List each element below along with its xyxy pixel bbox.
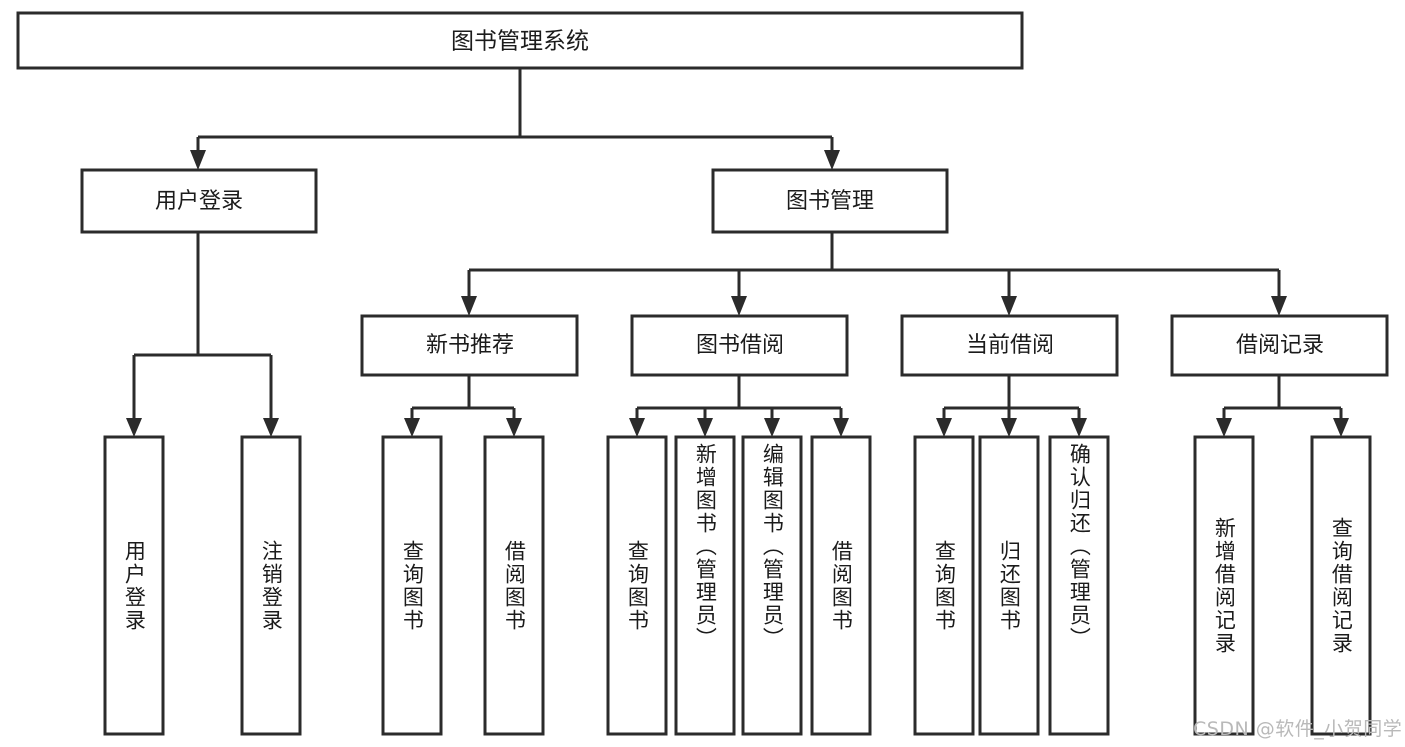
arrowhead-book-borrow xyxy=(731,296,747,316)
node-root-label: 图书管理系统 xyxy=(451,29,589,55)
arrowhead-leaf-ul-1 xyxy=(126,418,142,437)
leaf-box-book-borrow-2[interactable] xyxy=(674,435,736,736)
node-new-book-recommend[interactable]: 新书推荐 xyxy=(360,314,579,377)
leaf-box-book-borrow-1[interactable] xyxy=(606,435,668,736)
node-book-manage-box[interactable] xyxy=(711,168,949,234)
connector-group-borrow-record xyxy=(1216,375,1349,437)
connector-group-root xyxy=(190,68,840,170)
arrowhead-leaf-nb-1 xyxy=(404,418,420,437)
connector-group-current-borrow xyxy=(936,375,1087,437)
node-new-book-recommend-box[interactable] xyxy=(360,314,579,377)
arrowhead-new-book xyxy=(461,296,477,316)
node-book-borrow-box[interactable] xyxy=(630,314,849,377)
arrowhead-leaf-bb-2 xyxy=(697,418,713,437)
leaf-box-new-book-2[interactable] xyxy=(483,435,545,736)
arrowhead-leaf-nb-2 xyxy=(506,418,522,437)
leaf-box-user-login-2[interactable] xyxy=(240,435,302,736)
arrowhead-book-manage xyxy=(824,150,840,170)
node-user-login-box[interactable] xyxy=(80,168,318,234)
node-book-manage[interactable]: 图书管理 xyxy=(711,168,949,234)
node-borrow-record[interactable]: 借阅记录 xyxy=(1170,314,1389,377)
arrowhead-user-login xyxy=(190,150,206,170)
connector-group-user-login xyxy=(126,232,279,437)
node-new-book-recommend-label: 新书推荐 xyxy=(426,333,514,358)
connector-group-book-manage xyxy=(461,232,1287,316)
leaf-box-borrow-record-2[interactable] xyxy=(1310,435,1372,736)
leaf-box-book-borrow-4[interactable] xyxy=(810,435,872,736)
arrowhead-current-borrow xyxy=(1001,296,1017,316)
arrowhead-leaf-cb-1 xyxy=(936,418,952,437)
arrowhead-leaf-bb-3 xyxy=(764,418,780,437)
arrowhead-borrow-record xyxy=(1271,296,1287,316)
leaf-box-borrow-record-1[interactable] xyxy=(1193,435,1255,736)
node-borrow-record-label: 借阅记录 xyxy=(1236,333,1324,358)
node-book-borrow[interactable]: 图书借阅 xyxy=(630,314,849,377)
node-current-borrow-box[interactable] xyxy=(900,314,1119,377)
node-root[interactable]: 图书管理系统 xyxy=(16,11,1024,70)
node-book-manage-label: 图书管理 xyxy=(786,189,874,214)
arrowhead-leaf-br-2 xyxy=(1333,418,1349,437)
leaf-box-new-book-1[interactable] xyxy=(381,435,443,736)
leaf-box-user-login-1[interactable] xyxy=(103,435,165,736)
arrowhead-leaf-bb-1 xyxy=(629,418,645,437)
arrowhead-leaf-cb-3 xyxy=(1071,418,1087,437)
node-book-borrow-label: 图书借阅 xyxy=(696,333,784,358)
leaf-box-current-borrow-1[interactable] xyxy=(913,435,975,736)
node-borrow-record-box[interactable] xyxy=(1170,314,1389,377)
arrowhead-leaf-bb-4 xyxy=(833,418,849,437)
connector-group-new-book xyxy=(404,375,522,437)
arrowhead-leaf-cb-2 xyxy=(1001,418,1017,437)
leaf-box-book-borrow-3[interactable] xyxy=(741,435,803,736)
node-root-box[interactable] xyxy=(16,11,1024,70)
arrowhead-leaf-ul-2 xyxy=(263,418,279,437)
leaf-boxes xyxy=(103,435,1372,736)
leaf-box-current-borrow-2[interactable] xyxy=(978,435,1040,736)
node-current-borrow-label: 当前借阅 xyxy=(966,333,1054,358)
node-user-login-label: 用户登录 xyxy=(155,189,243,214)
csdn-watermark: CSDN @软件_小贺同学 xyxy=(1193,718,1403,740)
arrowhead-leaf-br-1 xyxy=(1216,418,1232,437)
node-current-borrow[interactable]: 当前借阅 xyxy=(900,314,1119,377)
connector-group-book-borrow xyxy=(629,375,849,437)
leaf-box-current-borrow-3[interactable] xyxy=(1048,435,1110,736)
node-user-login[interactable]: 用户登录 xyxy=(80,168,318,234)
